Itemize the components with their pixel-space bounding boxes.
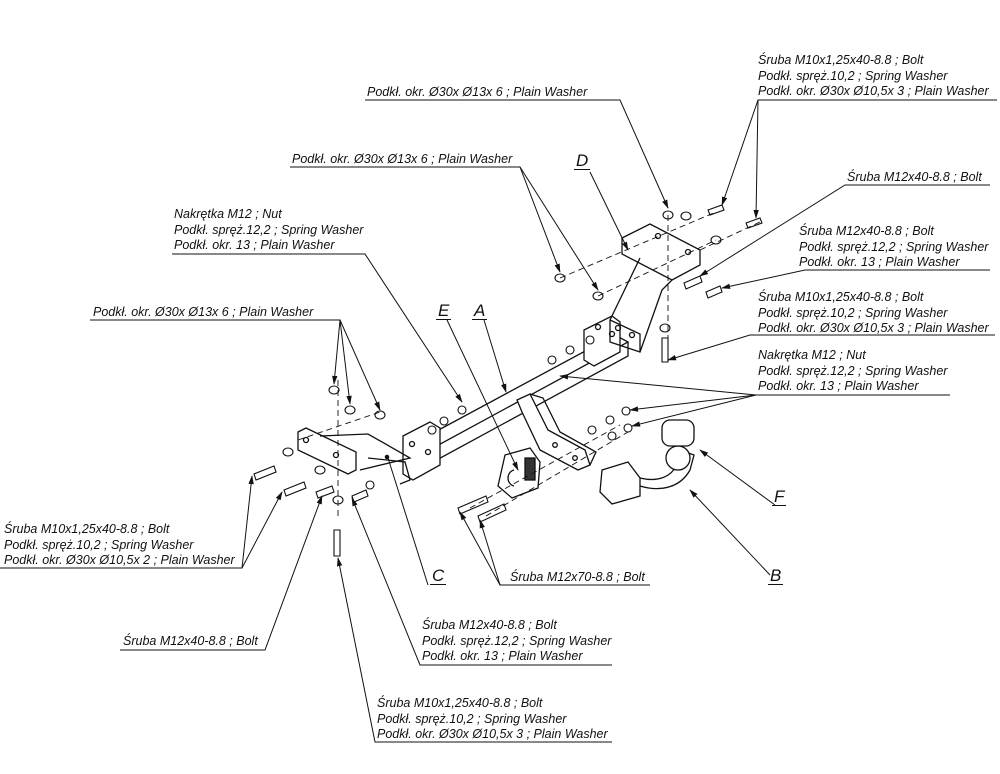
callout-line: Podkł. okr. Ø30x Ø13x 6 ; Plain Washer — [292, 152, 513, 166]
part-letter-a: A — [472, 301, 488, 320]
callout-line: Podkł. okr. 13 ; Plain Washer — [174, 238, 335, 252]
callout-line: Śruba M10x1,25x40-8.8 ; Bolt — [758, 290, 924, 304]
drop-arm — [516, 393, 597, 471]
callout-upper-plain-washer: Podkł. okr. Ø30x Ø13x 6 ; Plain Washer — [292, 152, 512, 168]
centerlines — [297, 211, 761, 520]
callout-bottom-bolt-m10-group: Śruba M10x1,25x40-8.8 ; Bolt Podkł. sprę… — [377, 696, 608, 743]
callout-top-plain-washer: Podkł. okr. Ø30x Ø13x 6 ; Plain Washer — [367, 85, 587, 101]
callout-nut-group-left: Nakrętka M12 ; Nut Podkł. spręż.12,2 ; S… — [174, 207, 363, 254]
part-letter-b: B — [768, 566, 784, 585]
callout-line: Podkł. spręż.10,2 ; Spring Washer — [758, 68, 948, 83]
callout-left-plain-washer: Podkł. okr. Ø30x Ø13x 6 ; Plain Washer — [93, 305, 313, 321]
part-letter-e: E — [436, 301, 452, 320]
callout-line: Podkł. okr. Ø30x Ø10,5x 3 ; Plain Washer — [758, 321, 989, 335]
callout-line: Podkł. okr. 13 ; Plain Washer — [799, 255, 960, 269]
callout-line: Śruba M10x1,25x40-8.8 ; Bolt — [4, 522, 170, 536]
part-letter-f: F — [772, 487, 787, 506]
callout-line: Podkł. spręż.10,2 ; Spring Washer — [377, 711, 567, 726]
towball-b — [599, 419, 695, 505]
bracket-d — [609, 223, 701, 353]
callout-right-bolt-m10-group: Śruba M10x1,25x40-8.8 ; Bolt Podkł. sprę… — [758, 290, 989, 337]
callout-line: Podkł. okr. 13 ; Plain Washer — [758, 379, 919, 393]
callout-line: Podkł. spręż.12,2 ; Spring Washer — [758, 363, 948, 378]
callout-line: Podkł. spręż.10,2 ; Spring Washer — [758, 305, 948, 320]
callout-line: Śruba M12x70-8.8 ; Bolt — [510, 570, 645, 584]
callout-line: Śruba M12x40-8.8 ; Bolt — [422, 618, 557, 632]
callout-right-single-bolt: Śruba M12x40-8.8 ; Bolt — [847, 170, 982, 186]
callout-line: Podkł. spręż.12,2 ; Spring Washer — [174, 222, 364, 237]
callout-line: Podkł. okr. Ø30x Ø13x 6 ; Plain Washer — [93, 305, 314, 319]
callout-line: Śruba M12x40-8.8 ; Bolt — [123, 634, 258, 648]
callout-line: Nakrętka M12 ; Nut — [758, 348, 866, 362]
callout-line: Nakrętka M12 ; Nut — [174, 207, 282, 221]
callout-line: Śruba M10x1,25x40-8.8 ; Bolt — [758, 53, 924, 67]
callout-line: Podkł. okr. Ø30x Ø10,5x 3 ; Plain Washer — [758, 84, 989, 98]
callout-line: Podkł. okr. 13 ; Plain Washer — [422, 649, 583, 663]
socket-e — [497, 447, 541, 499]
callout-line: Śruba M12x40-8.8 ; Bolt — [799, 224, 934, 238]
callout-line: Podkł. spręż.12,2 ; Spring Washer — [422, 633, 612, 648]
callout-line: Śruba M10x1,25x40-8.8 ; Bolt — [377, 696, 543, 710]
leader-lines — [0, 99, 997, 743]
callout-line: Podkł. okr. Ø30x Ø13x 6 ; Plain Washer — [367, 85, 588, 99]
callout-line: Podkł. spręż.10,2 ; Spring Washer — [4, 537, 194, 552]
callout-line: Śruba M12x40-8.8 ; Bolt — [847, 170, 982, 184]
callout-line: Podkł. spręż.12,2 ; Spring Washer — [799, 239, 989, 254]
callout-left-bolt-m10-group: Śruba M10x1,25x40-8.8 ; Bolt Podkł. sprę… — [4, 522, 235, 569]
callout-right-nut-group: Nakrętka M12 ; Nut Podkł. spręż.12,2 ; S… — [758, 348, 947, 395]
bracket-c — [297, 427, 412, 485]
part-letter-d: D — [574, 151, 591, 170]
part-letter-c: C — [430, 566, 447, 585]
callout-bottom-bolt-m12-group: Śruba M12x40-8.8 ; Bolt Podkł. spręż.12,… — [422, 618, 611, 665]
callout-bottom-single-bolt: Śruba M12x40-8.8 ; Bolt — [123, 634, 258, 650]
callout-line: Podkł. okr. Ø30x Ø10,5x 3 ; Plain Washer — [377, 727, 608, 741]
callout-long-bolt: Śruba M12x70-8.8 ; Bolt — [510, 570, 645, 586]
callout-right-bolt-m12-group: Śruba M12x40-8.8 ; Bolt Podkł. spręż.12,… — [799, 224, 988, 271]
callout-line: Podkł. okr. Ø30x Ø10,5x 2 ; Plain Washer — [4, 553, 235, 567]
callout-top-right-bolt-group: Śruba M10x1,25x40-8.8 ; Bolt Podkł. sprę… — [758, 53, 989, 100]
